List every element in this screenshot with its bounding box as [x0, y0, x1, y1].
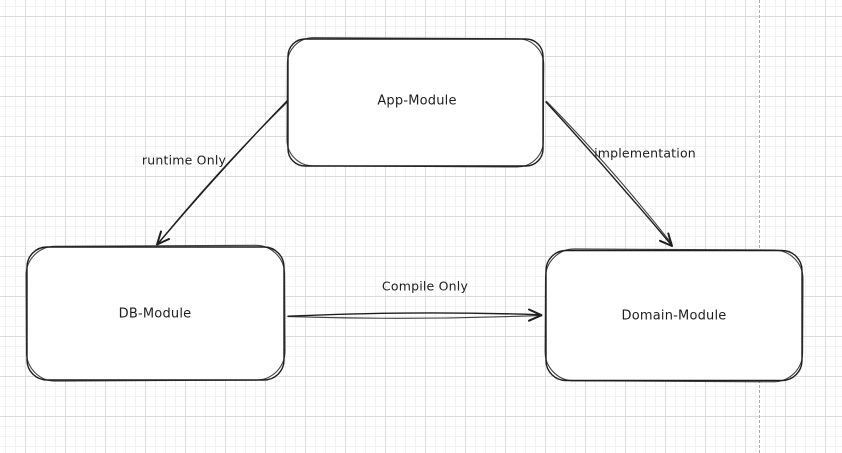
edge-implementation-sketch-stroke	[546, 100, 673, 245]
node-domain-module[interactable]	[544, 248, 804, 383]
edge-compile-only[interactable]	[287, 308, 543, 322]
node-db-module-sketch-stroke	[25, 244, 286, 382]
node-domain-module-sketch-stroke	[544, 248, 804, 383]
node-db-module[interactable]	[25, 244, 286, 382]
edge-runtime-only-arrowhead	[156, 230, 170, 246]
edge-compile-only-line	[287, 312, 542, 317]
edge-implementation[interactable]	[545, 100, 673, 247]
edge-label-compile-only[interactable]: Compile Only	[381, 278, 469, 294]
edge-runtime-only-sketch-stroke	[158, 101, 289, 244]
node-domain-module-outline	[545, 249, 803, 382]
edge-runtime-only[interactable]	[156, 100, 289, 246]
node-label-db-module[interactable]: DB-Module	[118, 306, 192, 322]
edge-compile-only-arrowhead	[528, 308, 543, 322]
node-label-domain-module[interactable]: Domain-Module	[621, 308, 727, 324]
vertical-dashed-guide-line	[759, 0, 760, 453]
node-db-module-outline	[26, 246, 285, 381]
edge-label-implementation[interactable]: implementation	[594, 145, 696, 161]
edge-implementation-arrowhead	[659, 232, 673, 247]
edge-label-runtime-only[interactable]: runtime Only	[141, 152, 227, 168]
edge-implementation-line	[545, 101, 672, 246]
edge-runtime-only-line	[157, 100, 288, 245]
edge-compile-only-sketch-stroke	[287, 314, 542, 319]
node-label-app-module[interactable]: App-Module	[377, 93, 457, 109]
